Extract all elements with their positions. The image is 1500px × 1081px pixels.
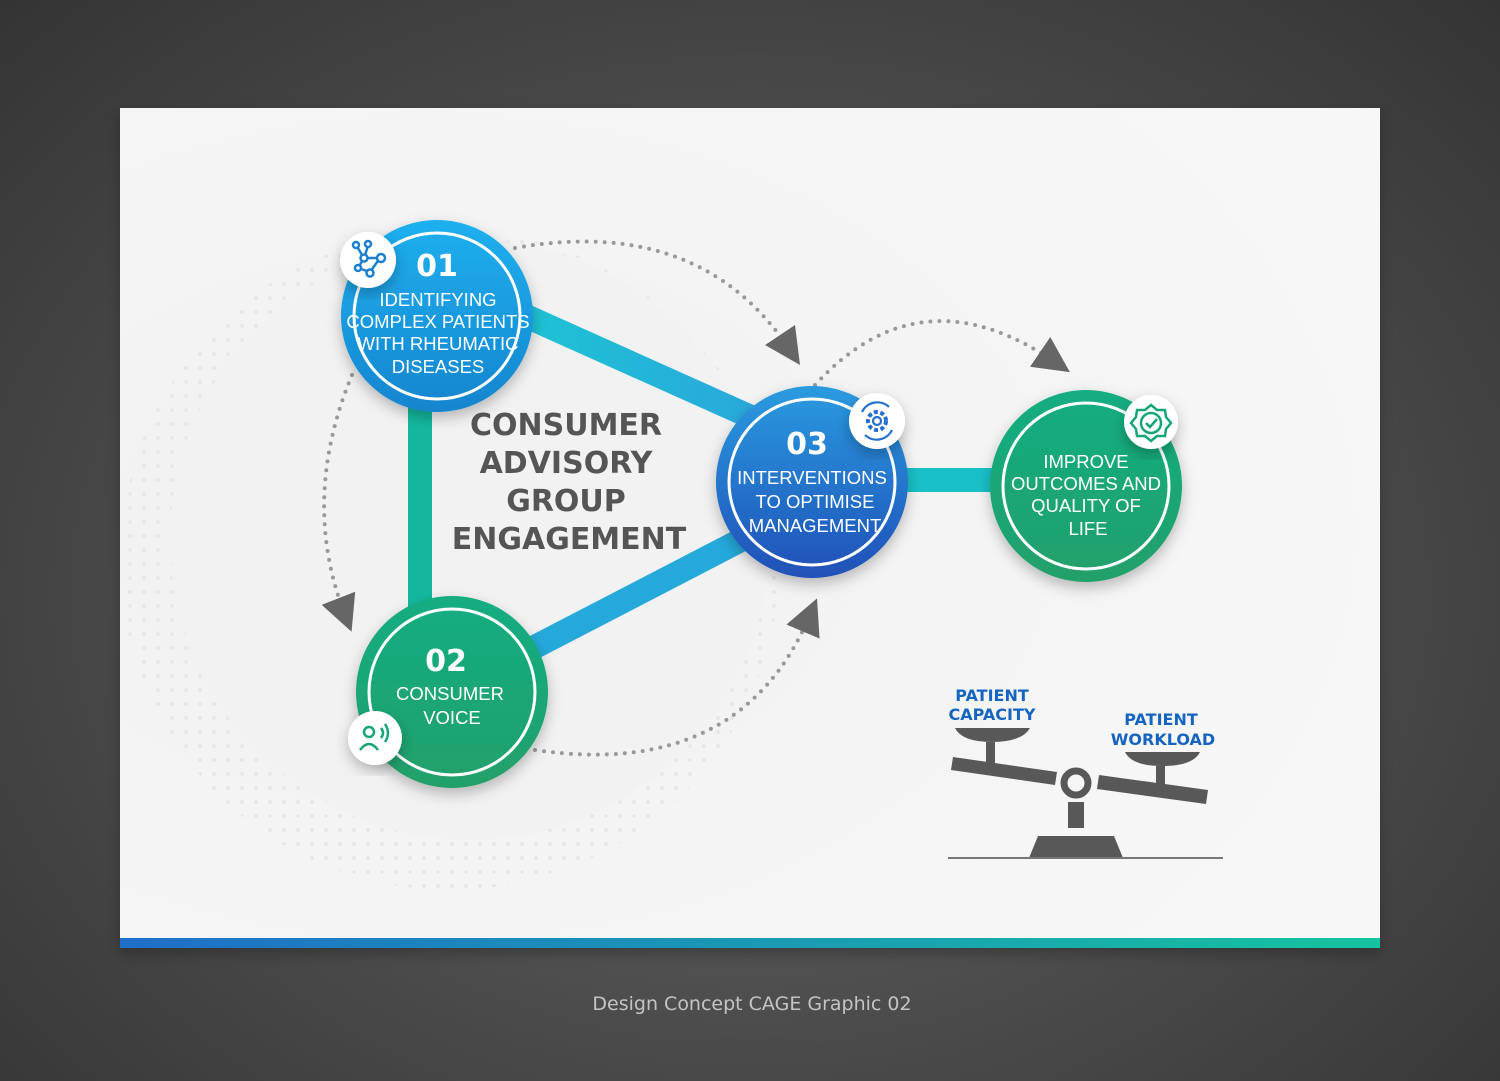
svg-text:OUTCOMES AND: OUTCOMES AND	[1011, 473, 1161, 494]
svg-text:WORKLOAD: WORKLOAD	[1111, 730, 1215, 749]
diagram-title: CONSUMER ADVISORY GROUP ENGAGEMENT	[452, 408, 687, 557]
caption: Design Concept CAGE Graphic 02	[592, 993, 911, 1015]
network-icon	[340, 232, 396, 288]
svg-text:01: 01	[416, 249, 458, 284]
svg-text:COMPLEX PATIENTS: COMPLEX PATIENTS	[346, 311, 529, 332]
balance-scale: PATIENT CAPACITY PATIENT WORKLOAD	[948, 686, 1223, 859]
flow-arrows	[321, 239, 1070, 757]
svg-text:ENGAGEMENT: ENGAGEMENT	[452, 522, 687, 557]
svg-text:CAPACITY: CAPACITY	[949, 705, 1036, 724]
svg-text:TO OPTIMISE: TO OPTIMISE	[756, 491, 875, 512]
gear-cycle-icon	[849, 393, 905, 449]
step-02-circle[interactable]: 02 CONSUMER VOICE	[356, 596, 548, 788]
svg-text:CONSUMER: CONSUMER	[396, 683, 504, 704]
svg-text:02: 02	[425, 644, 467, 679]
svg-text:VOICE: VOICE	[423, 707, 481, 728]
badge-check-icon	[1124, 395, 1178, 449]
svg-text:MANAGEMENT: MANAGEMENT	[749, 515, 882, 536]
scale-graphic	[948, 728, 1223, 859]
svg-text:WITH RHEUMATIC: WITH RHEUMATIC	[358, 333, 519, 354]
svg-text:IMPROVE: IMPROVE	[1043, 451, 1128, 472]
svg-text:QUALITY OF: QUALITY OF	[1031, 495, 1141, 516]
svg-text:IDENTIFYING: IDENTIFYING	[379, 289, 496, 310]
connectors	[408, 289, 1010, 676]
arrow-01-to-03	[513, 239, 800, 365]
svg-text:PATIENT: PATIENT	[955, 686, 1029, 705]
svg-text:PATIENT: PATIENT	[1124, 710, 1198, 729]
bottom-gradient-stripe	[120, 938, 1380, 948]
svg-text:03: 03	[786, 427, 828, 462]
svg-text:ADVISORY: ADVISORY	[480, 446, 654, 481]
svg-text:INTERVENTIONS: INTERVENTIONS	[737, 467, 887, 488]
arrow-01-to-02	[321, 373, 356, 632]
speaking-person-icon	[348, 711, 402, 765]
svg-text:LIFE: LIFE	[1068, 518, 1107, 539]
svg-text:DISEASES: DISEASES	[392, 356, 485, 377]
svg-text:CONSUMER: CONSUMER	[470, 408, 662, 443]
svg-text:GROUP: GROUP	[506, 484, 626, 519]
arrow-02-to-03	[533, 598, 820, 757]
